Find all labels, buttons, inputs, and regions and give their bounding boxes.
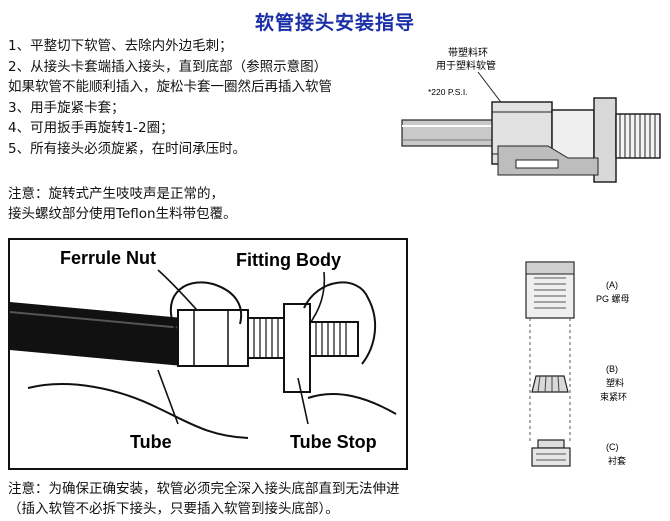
step-2: 2、从接头卡套端插入接头，直到底部（参照示意图） xyxy=(8,58,328,75)
lower-hand-outline xyxy=(27,383,249,439)
note-bottom: 注意：为确保正确安装，软管必须完全深入接头底部直到无法伸进 （插入软管不必拆下接… xyxy=(8,479,400,519)
fitting-body xyxy=(283,303,311,393)
clamp-ring-part xyxy=(531,375,569,393)
note-top-line-1: 注意：旋转式产生吱吱声是正常的， xyxy=(8,186,224,202)
right-hand-outline xyxy=(303,281,377,365)
step-2-detail: 如果软管不能顺利插入，旋松卡套一圈然后再插入软管 xyxy=(8,79,332,95)
label-tube: Tube xyxy=(130,432,172,452)
label-fitting-body: Fitting Body xyxy=(236,250,341,270)
label-c-name: 衬套 xyxy=(608,455,626,466)
label-a-letter: (A) xyxy=(606,280,618,290)
step-4: 4、可用扳手再旋转1-2圈； xyxy=(8,120,174,136)
step-1: 1、平整切下软管、去除内外边毛刺； xyxy=(8,38,233,54)
label-a-name: PG 螺母 xyxy=(596,294,630,304)
label-ferrule-nut: Ferrule Nut xyxy=(60,248,156,268)
label-b-name-1: 塑料 xyxy=(606,377,624,388)
threaded-end-shape xyxy=(615,113,661,159)
bushing-part xyxy=(537,439,565,449)
note-top: 注意：旋转式产生吱吱声是正常的， 接头螺纹部分使用Teflon生料带包覆。 xyxy=(8,184,237,224)
fig-top-label-1: 带塑料环 xyxy=(448,46,488,59)
step-5: 5、所有接头必须旋紧，在时间承压时。 xyxy=(8,140,247,157)
label-b-letter: (B) xyxy=(606,364,618,374)
note-top-line-2: 接头螺纹部分使用Teflon生料带包覆。 xyxy=(8,206,237,222)
fig-top-label-3: *220 P.S.I. xyxy=(428,87,468,97)
ferrule-nut xyxy=(177,309,249,367)
fitting-cutaway-illustration: 带塑料环 用于塑料软管 *220 P.S.I. xyxy=(401,46,661,183)
step-3: 3、用手旋紧卡套； xyxy=(8,99,125,116)
fig-top-label-2: 用于塑料软管 xyxy=(436,59,496,72)
instruction-steps: 1、平整切下软管、去除内外边毛刺； 2、从接头卡套端插入接头，直到底部（参照示意… xyxy=(8,36,332,159)
page-title: 软管接头安装指导 xyxy=(254,12,415,34)
fitting-assembly-illustration: Ferrule Nut Fitting Body Tube Tube Stop xyxy=(8,238,408,470)
note-bottom-line-1: 注意：为确保正确安装，软管必须完全深入接头底部直到无法伸进 xyxy=(8,481,400,497)
label-c-letter: (C) xyxy=(606,442,619,452)
tube-body xyxy=(10,302,183,366)
label-b-name-2: 束紧环 xyxy=(600,392,627,402)
label-tube-stop: Tube Stop xyxy=(290,432,377,452)
left-hand-outline xyxy=(169,281,243,335)
note-bottom-line-2: （插入软管不必拆下接头，只要插入软管到接头底部）。 xyxy=(8,501,339,517)
exploded-parts-illustration: (A) PG 螺母 (B) 塑料 束紧环 (C) 衬套 xyxy=(525,261,630,467)
